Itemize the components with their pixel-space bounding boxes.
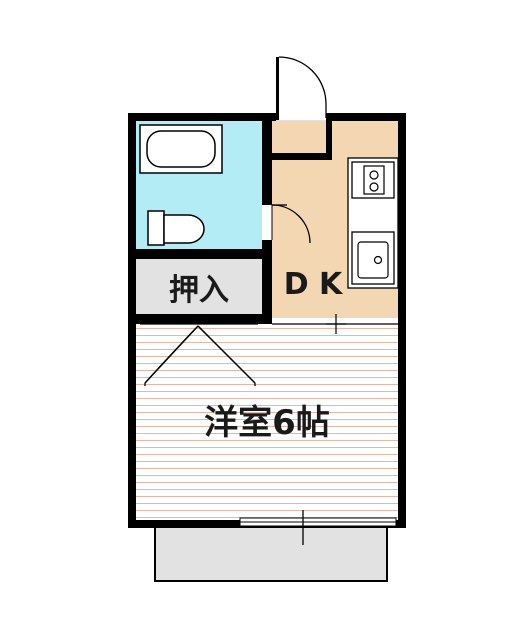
closet-label: 押入: [169, 273, 229, 308]
closet: [136, 259, 262, 314]
entry-door: [276, 56, 327, 120]
dk-label: D K: [284, 267, 344, 302]
western-room-label: 洋室6帖: [204, 403, 330, 443]
balcony-window: [239, 510, 397, 545]
closet-doors: [140, 323, 258, 386]
bathtub-icon: [139, 124, 223, 174]
stove-icon: [363, 165, 385, 195]
room-boundary-marker: [272, 314, 398, 334]
bathroom-door: [271, 204, 311, 244]
sink-icon: [357, 241, 389, 279]
western-room-floor: [136, 324, 398, 519]
toilet-icon: [147, 210, 205, 246]
balcony: [154, 526, 388, 582]
